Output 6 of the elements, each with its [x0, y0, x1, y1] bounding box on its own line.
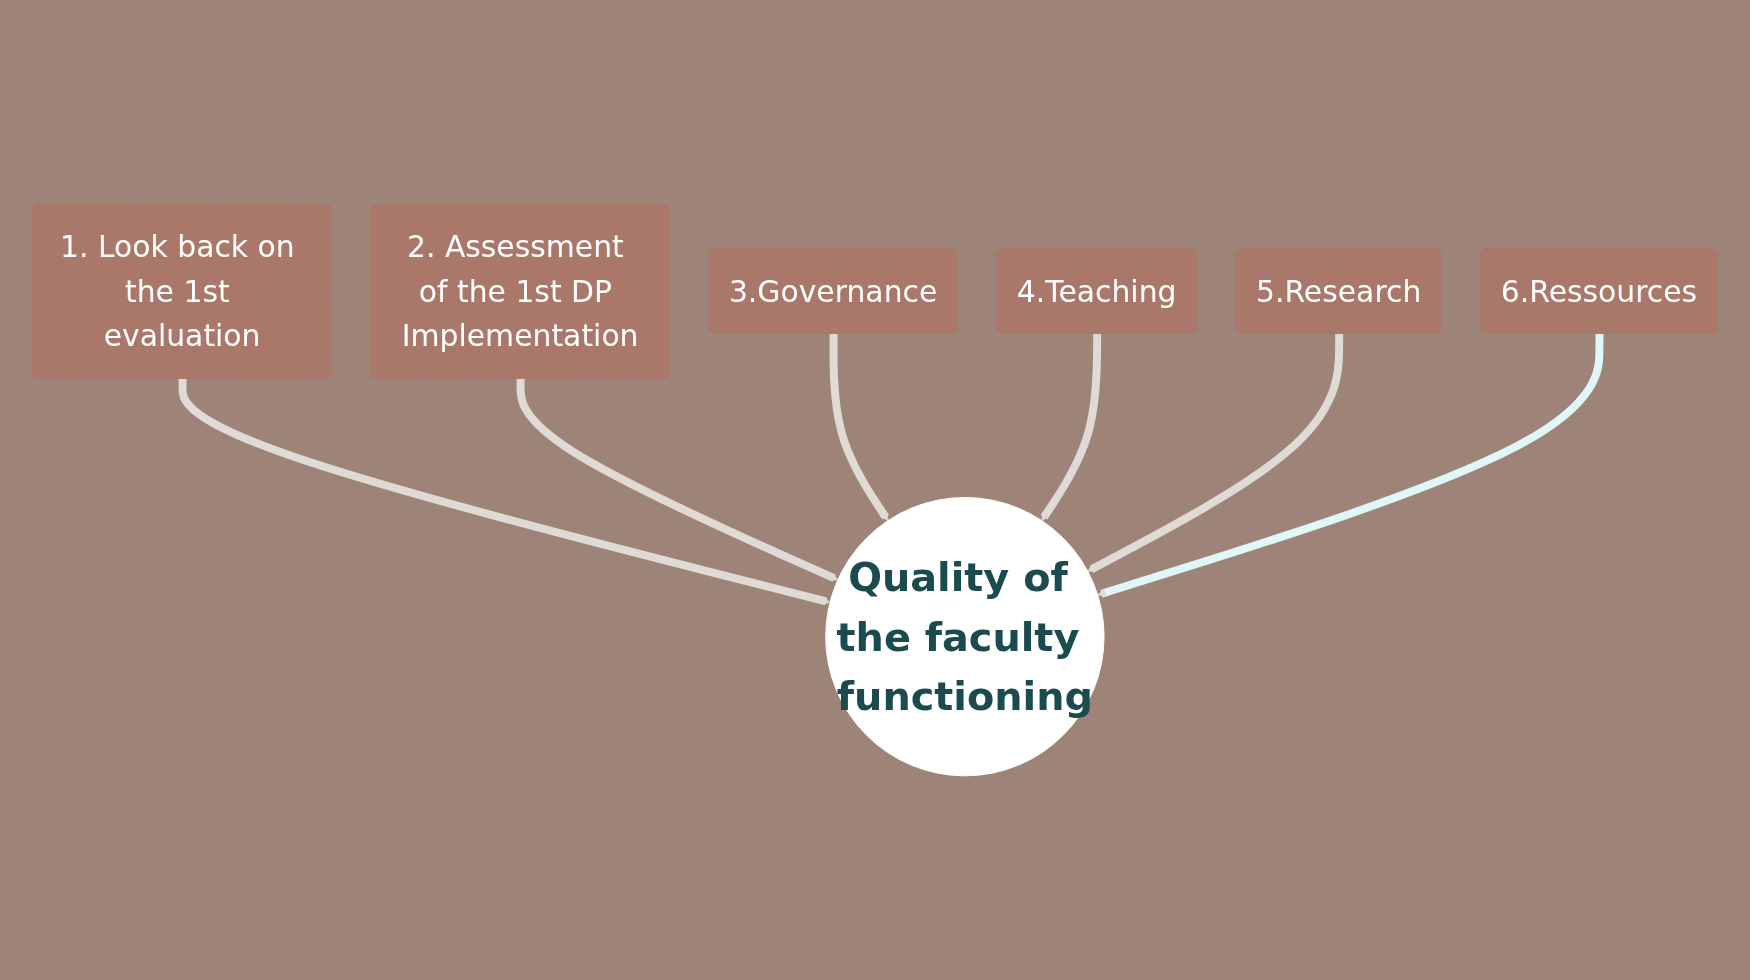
arrow — [1087, 333, 1344, 573]
arrow — [1097, 333, 1604, 598]
arrow — [829, 333, 890, 521]
arrow — [1040, 333, 1102, 521]
arrow — [516, 378, 839, 582]
node-circle: Quality of the faculty functioning — [825, 496, 1105, 777]
